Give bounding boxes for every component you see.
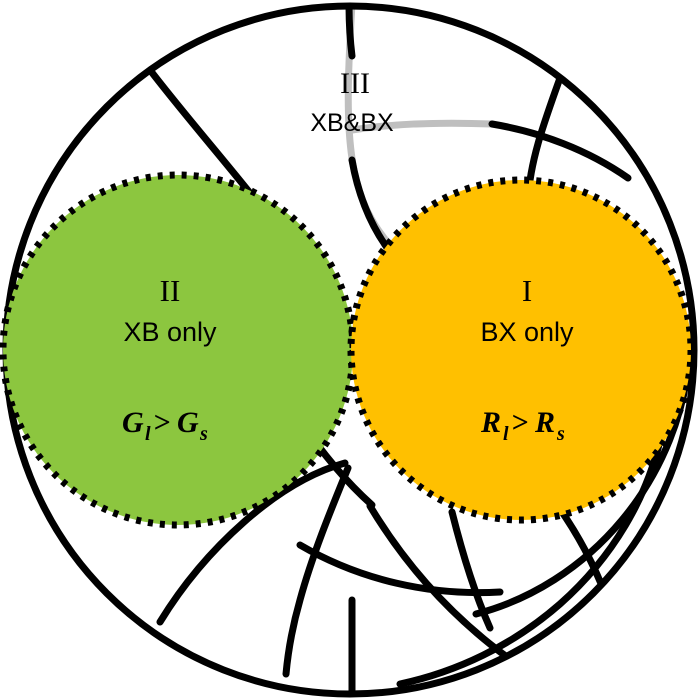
region-ii-formula-sub2: s [199,423,208,445]
region-ii-numeral: II [160,273,181,308]
geodesic-arc-gray-2 [348,119,496,134]
geodesic-arc-top-vertical [345,6,356,60]
region-i-numeral: I [522,273,532,308]
region-i-name: BX only [480,317,574,347]
region-ii-fill[interactable] [3,175,353,525]
region-iii-numeral: III [340,67,370,100]
region-i-formula-op: > [511,406,528,439]
geodesic-arc-mid-upper-right [488,120,632,182]
region-ii-formula-base1: G [122,406,144,439]
geodesic-arc-center-lower [282,464,352,678]
region-i-formula-sub2: s [556,423,565,445]
region-ii-formula-sub1: l [145,423,151,445]
region-i-formula: R l > R s [480,406,565,445]
region-i-formula-sub1: l [503,423,509,445]
geodesic-arc-lower-left [156,459,349,626]
region-ii-name: XB only [123,317,217,347]
region-i-formula-base1: R [480,406,501,439]
region-i-formula-base2: R [534,406,555,439]
region-iii-name: XB&BX [310,109,394,137]
region-i-fill[interactable] [351,180,691,520]
region-ii-formula-op: > [153,406,170,439]
region-i-border [347,176,695,524]
geodesic-arc-right-short [448,508,494,632]
region-ii-formula: G l > G s [122,406,208,445]
region-ii-formula-base2: G [177,406,199,439]
